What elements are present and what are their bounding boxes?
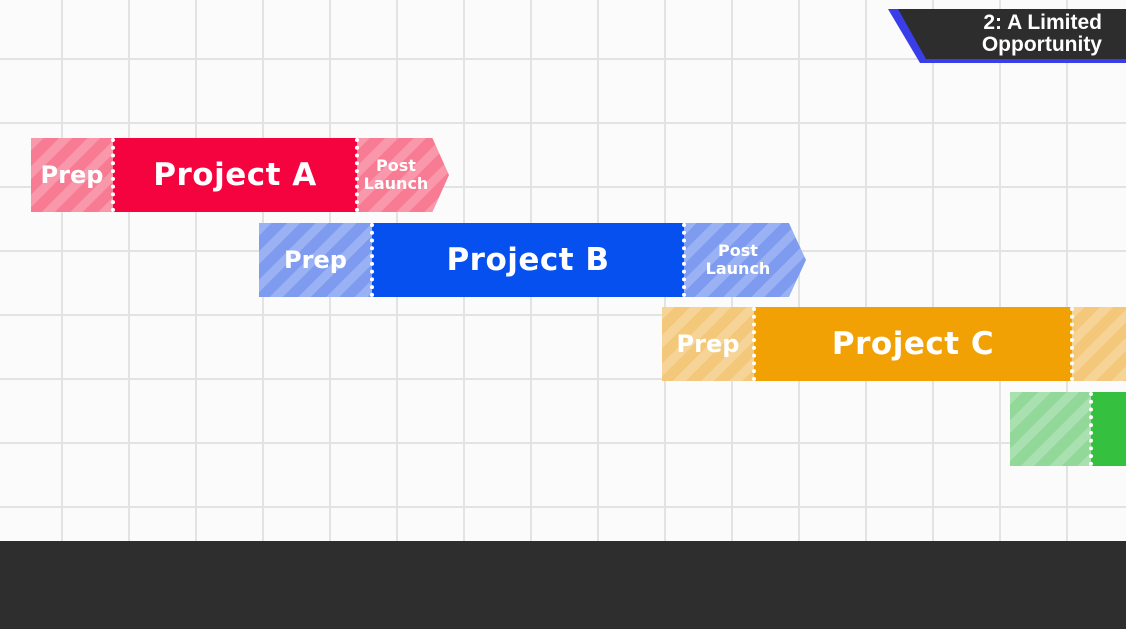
badge-title-line1: 2: A Limited (983, 11, 1102, 34)
project-d-divider-start (1089, 392, 1093, 466)
project-a-row: Prep Project A Post Launch (31, 138, 451, 212)
badge-title-line2: Opportunity (981, 33, 1102, 56)
project-a-prep-segment: Prep (31, 138, 113, 212)
project-d-prep-segment (1010, 392, 1091, 466)
section-badge: 2: A Limited Opportunity (888, 9, 1126, 63)
project-c-row: Prep Project C (662, 307, 1126, 381)
project-c-prep-label: Prep (676, 330, 740, 358)
project-a-post-label-line2: Launch (363, 174, 429, 193)
project-a-divider-end (355, 138, 359, 212)
project-b-divider-start (370, 223, 374, 297)
project-a-post-label-line1: Post (376, 156, 416, 175)
project-b-prep-label: Prep (284, 246, 347, 274)
project-b-post-launch-segment: Post Launch (684, 223, 806, 297)
project-b-divider-end (682, 223, 686, 297)
project-c-prep-segment: Prep (662, 307, 754, 381)
project-b-main-segment: Project B (372, 223, 684, 297)
project-a-name: Project A (153, 157, 317, 193)
project-c-name: Project C (831, 326, 995, 362)
project-a-main-segment: Project A (113, 138, 357, 212)
project-c-main-segment: Project C (754, 307, 1072, 381)
project-a-prep-label: Prep (40, 161, 104, 189)
project-b-post-label-line1: Post (718, 241, 758, 260)
project-b-prep-segment: Prep (259, 223, 372, 297)
project-b-name: Project B (446, 242, 610, 278)
project-b-post-label-line2: Launch (705, 259, 771, 278)
project-c-divider-end (1070, 307, 1074, 381)
project-d-main-segment (1091, 392, 1126, 466)
project-a-divider-start (111, 138, 115, 212)
project-d-row (1010, 392, 1126, 466)
project-b-row: Prep Project B Post Launch (259, 223, 809, 297)
project-c-post-launch-segment (1072, 307, 1126, 381)
badge-shape (888, 9, 1126, 63)
bottom-bar (0, 541, 1126, 629)
project-a-post-launch-segment: Post Launch (357, 138, 449, 212)
badge-title: 2: A Limited Opportunity (982, 12, 1102, 56)
project-c-divider-start (752, 307, 756, 381)
